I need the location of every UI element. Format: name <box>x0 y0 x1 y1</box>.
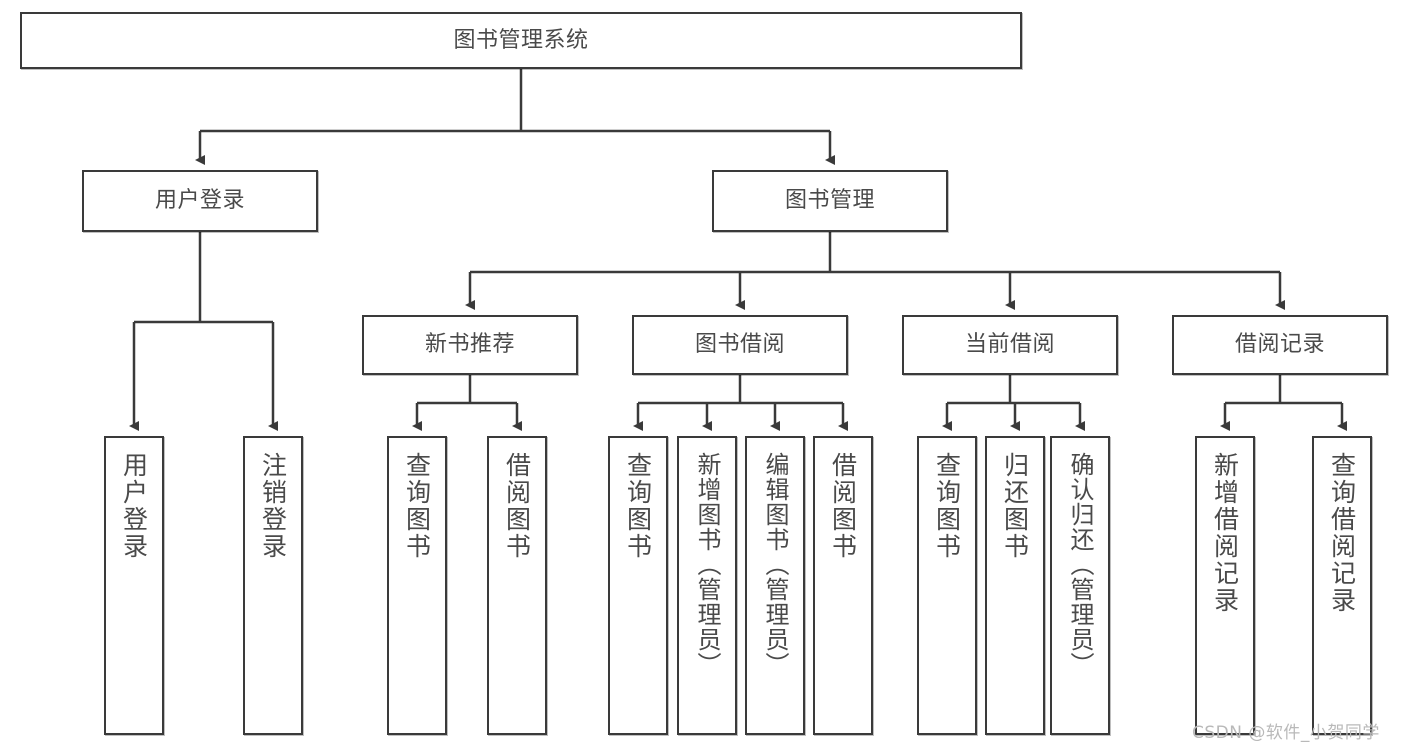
node-book-manage[interactable]: 图书管理 <box>712 170 948 232</box>
node-label: 借阅图书 <box>502 452 532 560</box>
node-label: 借阅记录 <box>1234 332 1325 358</box>
node-label: 查询图书 <box>402 452 432 560</box>
node-label: 图书管理 <box>784 188 875 214</box>
node-label: 编辑图书（管理员） <box>761 452 789 677</box>
node-leaf-logout[interactable]: 注销登录 <box>243 436 303 735</box>
node-leaf-add-record[interactable]: 新增借阅记录 <box>1195 436 1255 735</box>
node-label: 新增借阅记录 <box>1210 452 1240 614</box>
node-label: 注销登录 <box>258 452 288 560</box>
node-new-book-rec[interactable]: 新书推荐 <box>362 315 578 375</box>
node-label: 图书管理系统 <box>453 27 589 53</box>
node-leaf-query-book-rec[interactable]: 查询图书 <box>387 436 447 735</box>
node-label: 查询图书 <box>623 452 653 560</box>
node-user-login[interactable]: 用户登录 <box>82 170 318 232</box>
node-leaf-borrow-book-bb[interactable]: 借阅图书 <box>813 436 873 735</box>
node-borrow-record[interactable]: 借阅记录 <box>1172 315 1388 375</box>
node-leaf-user-login[interactable]: 用户登录 <box>104 436 164 735</box>
node-label: 归还图书 <box>1000 452 1030 560</box>
node-label: 借阅图书 <box>828 452 858 560</box>
node-root[interactable]: 图书管理系统 <box>20 12 1022 69</box>
csdn-watermark: CSDN @软件_小贺同学 <box>1192 723 1380 743</box>
node-label: 新增图书（管理员） <box>693 452 721 677</box>
node-label: 图书借阅 <box>694 332 785 358</box>
node-leaf-return-book[interactable]: 归还图书 <box>985 436 1045 735</box>
node-book-borrow[interactable]: 图书借阅 <box>632 315 848 375</box>
node-label: 确认归还（管理员） <box>1066 452 1094 677</box>
node-leaf-query-book-bb[interactable]: 查询图书 <box>608 436 668 735</box>
node-label: 查询借阅记录 <box>1327 452 1357 614</box>
node-current-borrow[interactable]: 当前借阅 <box>902 315 1118 375</box>
node-leaf-add-book[interactable]: 新增图书（管理员） <box>677 436 737 735</box>
node-leaf-query-book-cb[interactable]: 查询图书 <box>917 436 977 735</box>
node-leaf-borrow-book-rec[interactable]: 借阅图书 <box>487 436 547 735</box>
node-label: 新书推荐 <box>424 332 515 358</box>
node-label: 查询图书 <box>932 452 962 560</box>
node-leaf-edit-book[interactable]: 编辑图书（管理员） <box>745 436 805 735</box>
node-label: 用户登录 <box>119 452 149 560</box>
node-leaf-confirm-return[interactable]: 确认归还（管理员） <box>1050 436 1110 735</box>
node-label: 用户登录 <box>154 188 245 214</box>
node-label: 当前借阅 <box>964 332 1055 358</box>
node-leaf-query-record[interactable]: 查询借阅记录 <box>1312 436 1372 735</box>
